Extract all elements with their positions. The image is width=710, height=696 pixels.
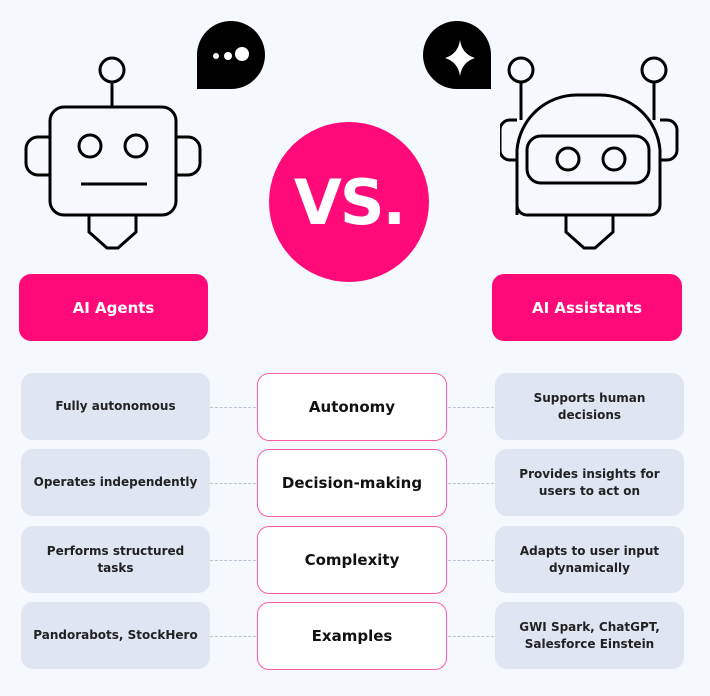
assistant-trait-card: Supports human decisions bbox=[495, 373, 684, 440]
sparkle-icon bbox=[423, 21, 491, 90]
chat-dots-icon bbox=[197, 21, 265, 89]
agent-trait-card: Operates independently bbox=[21, 449, 210, 516]
vs-badge: VS. bbox=[269, 122, 429, 282]
category-box: Complexity bbox=[257, 526, 447, 594]
connector-line bbox=[210, 483, 256, 484]
agent-trait-card: Pandorabots, StockHero bbox=[21, 602, 210, 669]
category-box: Decision-making bbox=[257, 449, 447, 517]
ai-assistants-header: AI Assistants bbox=[492, 274, 682, 341]
connector-line bbox=[210, 636, 256, 637]
connector-line bbox=[210, 560, 256, 561]
assistant-trait-card: Provides insights for users to act on bbox=[495, 449, 684, 516]
ai-agents-header: AI Agents bbox=[19, 274, 208, 341]
assistant-trait-card: GWI Spark, ChatGPT, Salesforce Einstein bbox=[495, 602, 684, 669]
assistant-robot-icon bbox=[500, 56, 679, 250]
connector-line bbox=[448, 407, 494, 408]
agent-trait-card: Fully autonomous bbox=[21, 373, 210, 440]
agent-trait-card: Performs structured tasks bbox=[21, 526, 210, 593]
assistant-trait-card: Adapts to user input dynamically bbox=[495, 526, 684, 593]
connector-line bbox=[448, 636, 494, 637]
connector-line bbox=[210, 407, 256, 408]
category-box: Examples bbox=[257, 602, 447, 670]
agent-robot-icon bbox=[24, 56, 202, 250]
category-box: Autonomy bbox=[257, 373, 447, 441]
connector-line bbox=[448, 560, 494, 561]
connector-line bbox=[448, 483, 494, 484]
